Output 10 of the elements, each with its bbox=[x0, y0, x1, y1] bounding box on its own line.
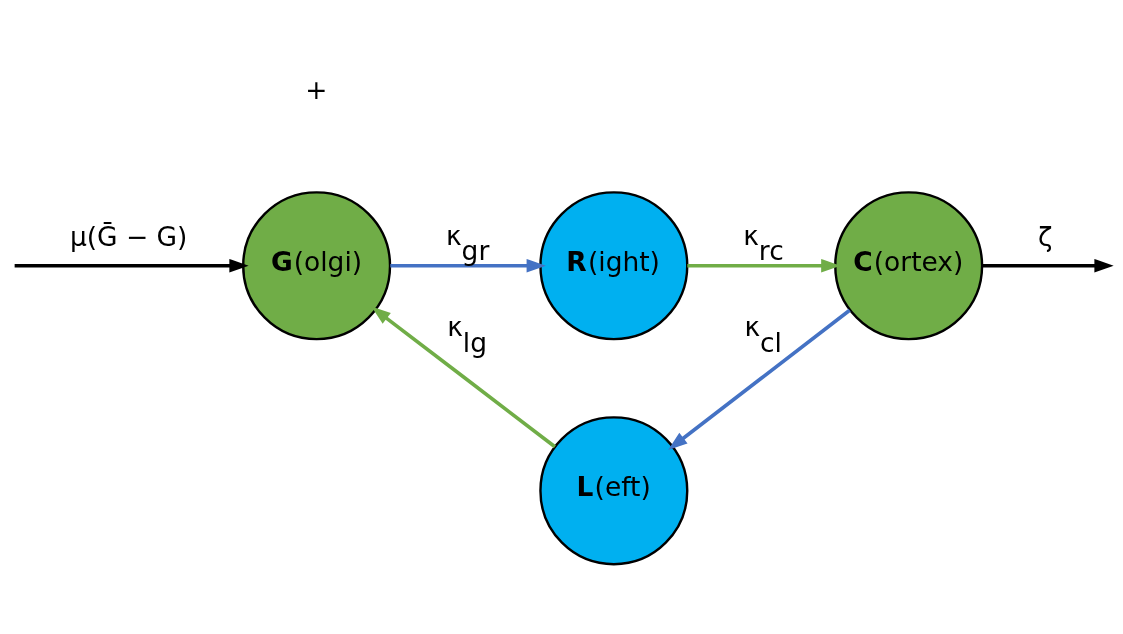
label: + bbox=[305, 73, 328, 105]
arrow bbox=[371, 306, 556, 448]
arrow bbox=[14, 258, 249, 272]
node-circle: C(ortex) bbox=[834, 190, 984, 340]
arrow bbox=[982, 258, 1114, 272]
edge-label: μ(Ḡ − G) bbox=[69, 220, 188, 252]
node-circle: R(ight) bbox=[539, 190, 689, 340]
edge-label: ζ bbox=[1038, 220, 1053, 252]
arrow bbox=[390, 258, 546, 272]
arrow bbox=[668, 308, 851, 450]
